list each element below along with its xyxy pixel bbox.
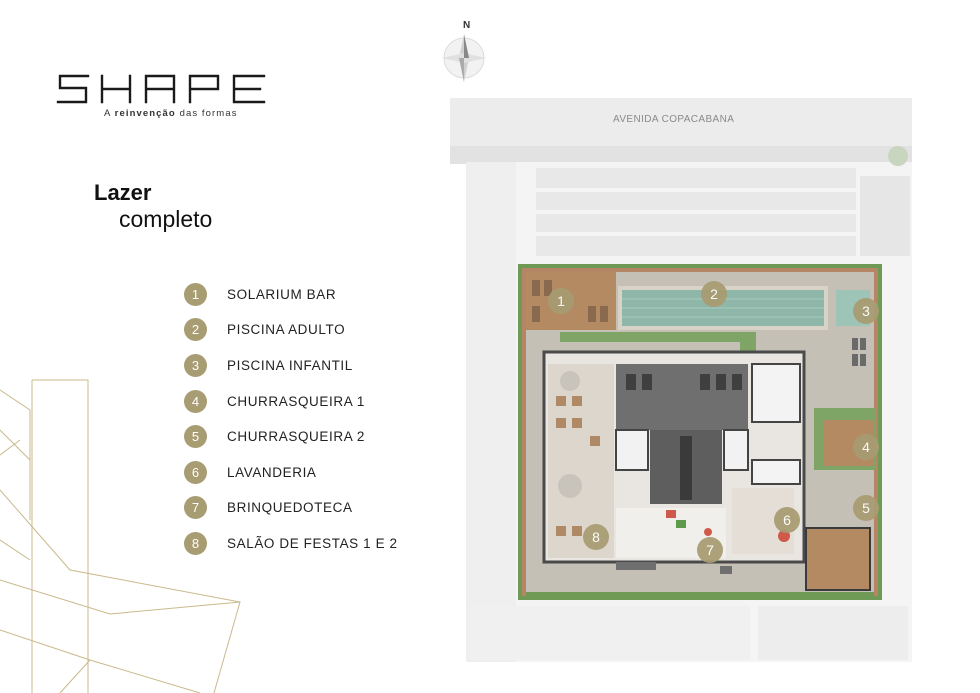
legend-number-badge: 3	[184, 353, 207, 377]
legend-number-badge: 5	[184, 424, 207, 448]
legend-label: SOLARIUM BAR	[227, 286, 337, 302]
legend-label: PISCINA ADULTO	[227, 321, 346, 337]
map-marker-7: 7	[697, 537, 723, 563]
shape-logo	[56, 74, 266, 104]
map-marker-1: 1	[548, 288, 574, 314]
map-marker-6: 6	[774, 507, 800, 533]
section-heading: Lazer completo	[94, 180, 212, 232]
map-marker-2: 2	[701, 281, 727, 307]
north-label: N	[463, 20, 471, 31]
legend-item: 5 CHURRASQUEIRA 2	[184, 424, 365, 448]
legend-item: 8 SALÃO DE FESTAS 1 E 2	[184, 531, 398, 555]
legend-label: PISCINA INFANTIL	[227, 357, 353, 373]
legend-item: 2 PISCINA ADULTO	[184, 317, 345, 341]
legend-number-badge: 4	[184, 389, 207, 413]
heading-line-2: completo	[119, 206, 213, 232]
street-label: AVENIDA COPACABANA	[613, 114, 735, 125]
legend-item: 6 LAVANDERIA	[184, 460, 317, 484]
floor-plan	[450, 98, 912, 662]
heading-line-1: Lazer	[94, 180, 152, 205]
compass-rose-icon	[442, 34, 486, 82]
legend-number-badge: 8	[184, 531, 207, 555]
brand: A reinvenção das formas	[56, 72, 276, 119]
map-marker-8: 8	[583, 524, 609, 550]
map-marker-3: 3	[853, 298, 879, 324]
legend-item: 1 SOLARIUM BAR	[184, 282, 336, 306]
map-marker-4: 4	[853, 434, 879, 460]
legend-label: CHURRASQUEIRA 2	[227, 428, 366, 444]
legend-label: LAVANDERIA	[227, 464, 317, 480]
legend-item: 7 BRINQUEDOTECA	[184, 495, 353, 519]
map-marker-5: 5	[853, 495, 879, 521]
legend-label: BRINQUEDOTECA	[227, 499, 353, 515]
legend-number-badge: 7	[184, 495, 207, 519]
legend-item: 3 PISCINA INFANTIL	[184, 353, 353, 377]
brand-tagline: A reinvenção das formas	[104, 108, 238, 119]
legend-item: 4 CHURRASQUEIRA 1	[184, 389, 365, 413]
decorative-line-art	[0, 379, 241, 693]
barbecue-2-area	[806, 528, 870, 590]
legend-label: CHURRASQUEIRA 1	[227, 393, 366, 409]
legend-number-badge: 6	[184, 460, 207, 484]
legend-label: SALÃO DE FESTAS 1 E 2	[227, 535, 398, 551]
legend-number-badge: 1	[184, 282, 207, 306]
legend-number-badge: 2	[184, 317, 207, 341]
